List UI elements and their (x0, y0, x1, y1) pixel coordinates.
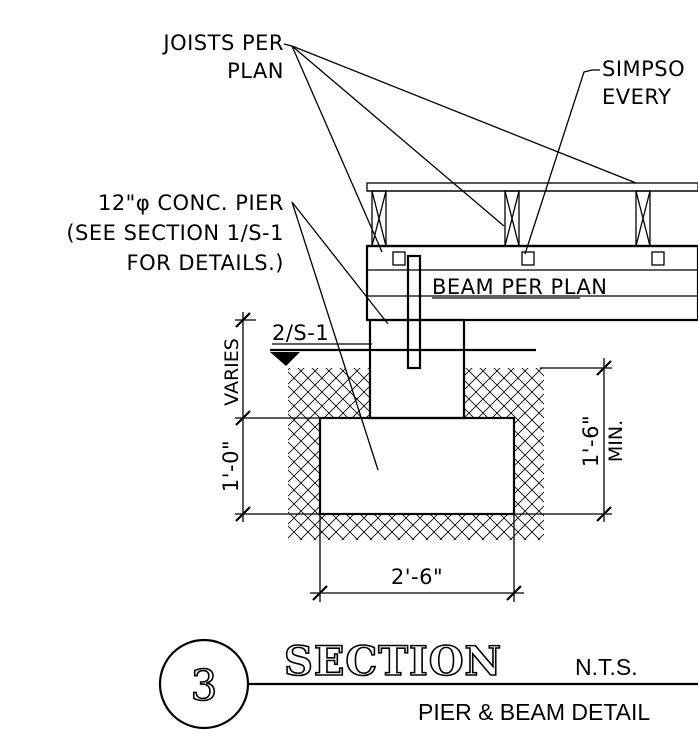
section-reference: 2/S-1 (272, 321, 329, 345)
pier-label-line1: 12"φ CONC. PIER (98, 191, 284, 215)
pier-label-line2: (SEE SECTION 1/S-1 (66, 221, 284, 245)
footing-width-dimension: 2'-6" (391, 565, 443, 589)
joists-label-line2: PLAN (227, 59, 284, 83)
floor-joists (366, 182, 698, 266)
leader-lines (283, 43, 637, 471)
pier-label-line3: FOR DETAILS.) (127, 251, 284, 275)
simpson-label-line1: SIMPSO (602, 57, 685, 81)
min-depth-dimension: 1'-6" (579, 415, 603, 467)
joists-label-line1: JOISTS PER (161, 31, 284, 55)
beam-label: BEAM PER PLAN (432, 275, 607, 299)
section-title: SECTION (284, 638, 502, 685)
min-label: MIN. (605, 420, 627, 462)
title-block: 3 SECTION N.T.S. PIER & BEAM DETAIL (158, 637, 698, 730)
footing-depth-dimension: 1'-0" (219, 440, 243, 492)
varies-dimension: VARIES (221, 338, 243, 406)
detail-subtitle: PIER & BEAM DETAIL (418, 699, 650, 725)
grade-line (270, 348, 536, 366)
simpson-label-line2: EVERY (602, 85, 671, 109)
scale-label: N.T.S. (575, 654, 638, 680)
detail-number: 3 (191, 661, 218, 710)
soil-hatch (288, 366, 544, 540)
anchor-bolt (406, 254, 422, 370)
dimension-lines (235, 312, 612, 602)
